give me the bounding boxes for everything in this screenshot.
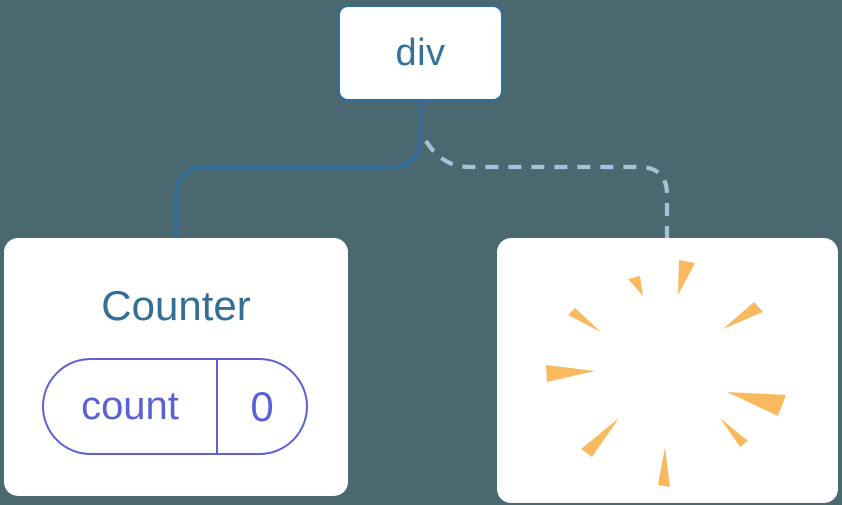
poof-ray [723,302,763,329]
state-value-label: 0 [216,360,306,453]
removed-component-card [497,238,838,503]
counter-component-card: Counter count 0 [4,238,348,496]
state-pill: count 0 [42,358,308,455]
dashed-connector-line [424,139,670,240]
poof-ray [678,260,695,295]
poof-ray [727,392,786,416]
poof-ray [628,276,643,296]
poof-ray [658,447,670,487]
poof-starburst-icon [546,260,786,487]
state-key-label: count [81,384,179,428]
poof-ray [720,418,748,447]
poof-ray [546,365,595,382]
solid-connector-line [174,98,423,242]
poof-ray [581,418,619,457]
root-node-label: div [395,31,446,74]
root-node-div: div [338,5,503,101]
counter-component-title: Counter [101,282,251,329]
poof-ray [568,308,601,332]
